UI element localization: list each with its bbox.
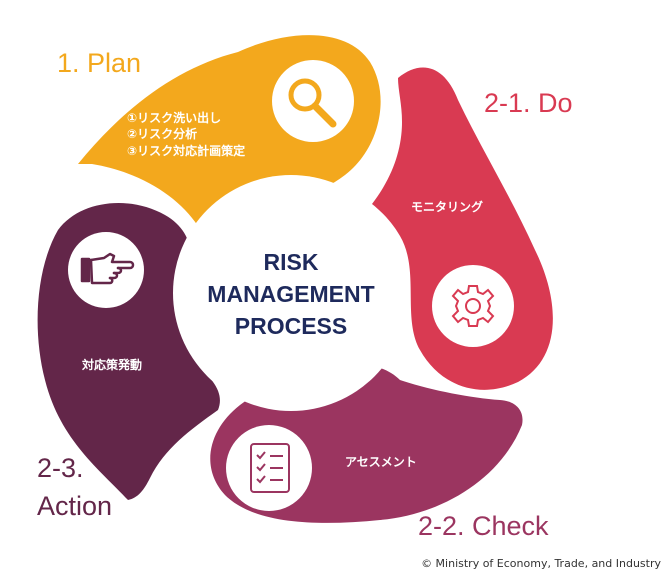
center-title-line2: MANAGEMENT [207,281,374,307]
plan-item-1: ①リスク洗い出し [127,110,221,125]
action-title-line1: 2-3. [37,453,84,483]
center-title-line1: RISK [264,249,319,275]
plan-title: 1. Plan [57,48,141,78]
action-title-line2: Action [37,491,112,521]
copyright-text: © Ministry of Economy, Trade, and Indust… [421,557,661,570]
pointing-hand-icon [68,232,144,308]
plan-item-3: ③リスク対応計画策定 [127,143,245,158]
do-title: 2-1. Do [484,88,573,118]
checklist-icon [226,425,312,511]
plan-item-2: ②リスク分析 [127,126,197,141]
gear-icon [432,265,514,347]
check-label: アセスメント [345,455,417,469]
action-label: 対応策発動 [81,357,142,372]
check-title: 2-2. Check [418,511,549,541]
magnifier-icon [272,60,354,142]
center-circle [173,175,409,411]
center-title-line3: PROCESS [235,313,347,339]
do-label: モニタリング [411,199,483,214]
